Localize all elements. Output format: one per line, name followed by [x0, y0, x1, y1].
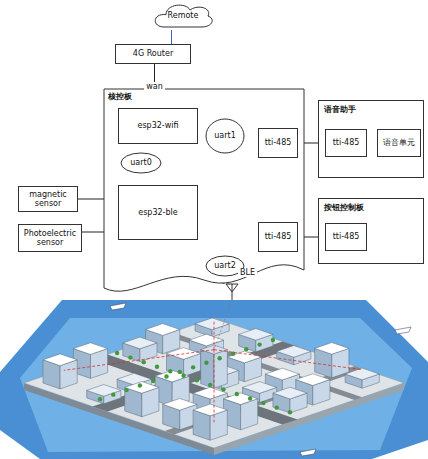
uart-ellipse: uart0	[120, 152, 162, 174]
panel-box: 按钮控制板 tti-485	[318, 198, 424, 264]
node-label: uart1	[214, 131, 236, 140]
cloud-shape: Remote	[152, 2, 214, 30]
node-label: 语音单元	[383, 138, 415, 147]
panel-heading: 按钮控制板	[324, 202, 364, 213]
panel-box: 核控板 esp32-wifi uart0 esp32-ble uart1 tti-485 u…	[103, 88, 305, 300]
module-box: 4G Router	[115, 44, 191, 64]
module-box: tti-485	[325, 223, 367, 251]
node-label: esp32-ble	[138, 208, 177, 217]
module-box: Photoelectric sensor	[18, 224, 82, 252]
node-label: magnetic sensor	[19, 190, 77, 208]
panel-box: 语音助手 tti-485 语音单元	[318, 100, 424, 178]
module-box: tti-485	[258, 128, 298, 158]
module-box: magnetic sensor	[18, 186, 78, 212]
module-box: esp32-wifi	[118, 108, 198, 144]
node-label: Remote	[168, 11, 199, 20]
edge-label: wan	[144, 82, 165, 91]
module-box: tti-485	[325, 129, 367, 157]
module-box: tti-485	[258, 222, 298, 252]
antenna-symbol	[226, 284, 238, 300]
node-label: uart2	[214, 261, 236, 270]
node-label: tti-485	[333, 232, 360, 241]
node-label: esp32-wifi	[137, 121, 178, 130]
uart-ellipse: uart1	[205, 118, 245, 154]
node-label: uart0	[130, 158, 152, 167]
module-box: 语音单元	[377, 129, 421, 157]
node-label: Photoelectric sensor	[19, 229, 81, 247]
panel-heading: 核控板	[108, 91, 132, 102]
panel-heading: 语音助手	[324, 104, 356, 115]
node-label: tti-485	[333, 138, 360, 147]
node-label: tti-485	[265, 138, 292, 147]
module-box: esp32-ble	[118, 185, 198, 240]
link-label: BLE	[238, 268, 257, 277]
node-label: 4G Router	[133, 49, 173, 58]
connector	[171, 30, 172, 44]
node-label: tti-485	[265, 232, 292, 241]
